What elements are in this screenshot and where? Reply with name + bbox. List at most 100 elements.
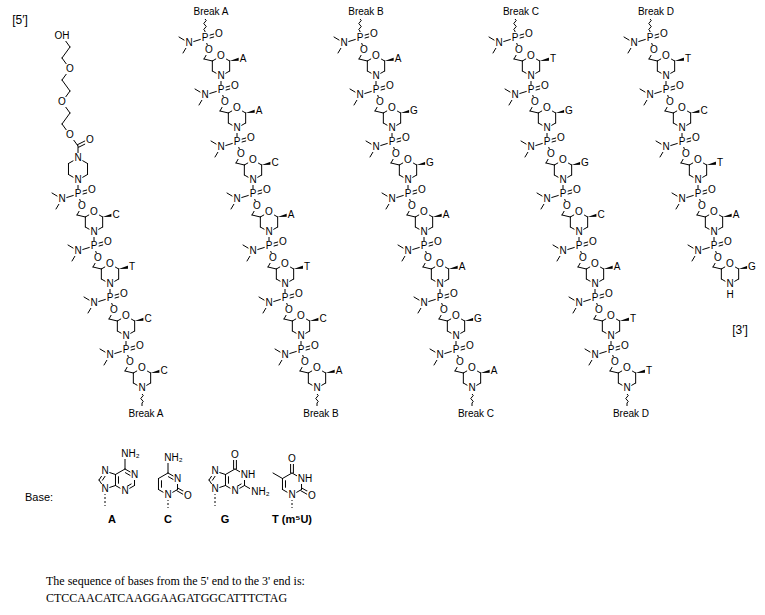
oxygen-atom: O (530, 97, 540, 107)
phosphorus-atom: P (607, 345, 616, 355)
break-squiggle (141, 394, 144, 406)
bond-line (619, 321, 620, 331)
oxygen-atom: O (77, 201, 87, 211)
atom-label: O (85, 135, 95, 145)
base-letter: A (442, 210, 451, 220)
base-letter: A (287, 210, 296, 220)
oxygen-atom: O (574, 207, 584, 217)
bond-line (117, 321, 118, 331)
oxygen-atom: O (449, 289, 459, 299)
bond-line (690, 113, 691, 123)
sequence-text: CTCCAACATCAAGGAAGATGGCATTTCTAG (45, 592, 288, 604)
phosphorus-atom: P (217, 85, 226, 95)
atom-label: O (230, 450, 240, 460)
bond-line (101, 269, 102, 279)
oxygen-atom: O (661, 51, 671, 61)
oxygen-atom: O (93, 253, 103, 263)
bond-line (158, 473, 168, 479)
bond-line (276, 269, 277, 279)
nitrogen-atom: N (248, 175, 257, 185)
phosphorus-atom: P (694, 189, 703, 199)
oxygen-atom: O (401, 133, 411, 143)
oxygen-atom: O (391, 149, 401, 159)
oxygen-atom: O (359, 45, 369, 55)
nitrogen-atom: N (73, 153, 82, 163)
break-squiggle (514, 19, 517, 32)
oxygen-atom: O (675, 81, 685, 91)
oxygen-atom: O (594, 305, 604, 315)
base-letter: A (335, 366, 344, 376)
phosphorus-atom: P (662, 85, 671, 95)
nitrogen-atom: N (558, 175, 567, 185)
nitrogen-atom: N (725, 279, 734, 289)
bond-line (689, 165, 690, 175)
bond-line (150, 373, 151, 383)
nitrogen-atom: N (387, 123, 396, 133)
bond-line (87, 164, 88, 175)
oxygen-atom: O (709, 207, 719, 217)
oxygen-atom: O (693, 155, 703, 165)
bond-line (115, 475, 116, 486)
bond-line (448, 269, 449, 279)
bond-line (697, 215, 705, 217)
nitrogen-atom: N (590, 350, 599, 360)
break-label: Break A (192, 7, 229, 17)
amino-label: NH₂ (120, 449, 140, 459)
oxygen-atom: O (119, 289, 129, 299)
bond-line (587, 217, 588, 227)
bond-line (109, 319, 117, 321)
oxygen-atom: O (87, 185, 97, 195)
bond-line (260, 217, 261, 227)
nitrogen-atom: N (677, 123, 686, 133)
bond-line (514, 59, 522, 61)
phosphorus-atom: P (201, 33, 210, 43)
oxygen-atom: O (407, 201, 417, 211)
atom-label: N (173, 474, 182, 484)
bond-line (293, 269, 294, 279)
nitrogen-atom: N (105, 279, 114, 289)
oxygen-atom: O (542, 103, 552, 113)
nitrogen-atom: N (232, 194, 241, 204)
oxygen-atom: O (294, 289, 304, 299)
oxygen-atom: O (723, 237, 733, 247)
oxygen-atom: O (546, 149, 556, 159)
base-letter: T (549, 54, 557, 64)
nitrogen-atom: N (606, 331, 615, 341)
nitrogen-atom: N (526, 71, 535, 81)
nitrogen-atom: N (542, 194, 551, 204)
nitrogen-atom: N (403, 246, 412, 256)
bond-line (665, 111, 673, 113)
nitrogen-atom: N (137, 383, 146, 393)
bond-line (158, 479, 159, 490)
phosphorus-atom: P (90, 241, 99, 251)
break-label: Break A (127, 409, 164, 419)
break-squiggle (649, 19, 652, 32)
atom-label: N (100, 466, 109, 476)
bond-line (212, 61, 213, 71)
nitrogen-atom: N (558, 246, 567, 256)
nitrogen-atom: N (73, 246, 82, 256)
base-letter: C (143, 314, 152, 324)
nitrogen-atom: N (419, 298, 428, 308)
bond-line (415, 217, 416, 227)
bond-line (204, 59, 212, 61)
nitrogen-atom: N (280, 279, 289, 289)
bond-line (309, 321, 310, 331)
phosphorus-atom: P (404, 189, 413, 199)
bond-line (432, 217, 433, 227)
base-letter: C (159, 366, 168, 376)
phosphorus-atom: P (265, 241, 274, 251)
base-letter: G (747, 262, 757, 272)
bond-line (85, 217, 86, 227)
base-name: T (m⁵U) (271, 514, 313, 525)
bond-line (610, 371, 618, 373)
bond-line (706, 165, 707, 175)
bond-line (134, 321, 135, 331)
base-letter: A (239, 54, 248, 64)
bond-line (220, 111, 228, 113)
bond-line (62, 47, 70, 58)
bond-line (225, 475, 226, 486)
bond-line (416, 165, 417, 175)
atom-label: N (210, 484, 219, 494)
